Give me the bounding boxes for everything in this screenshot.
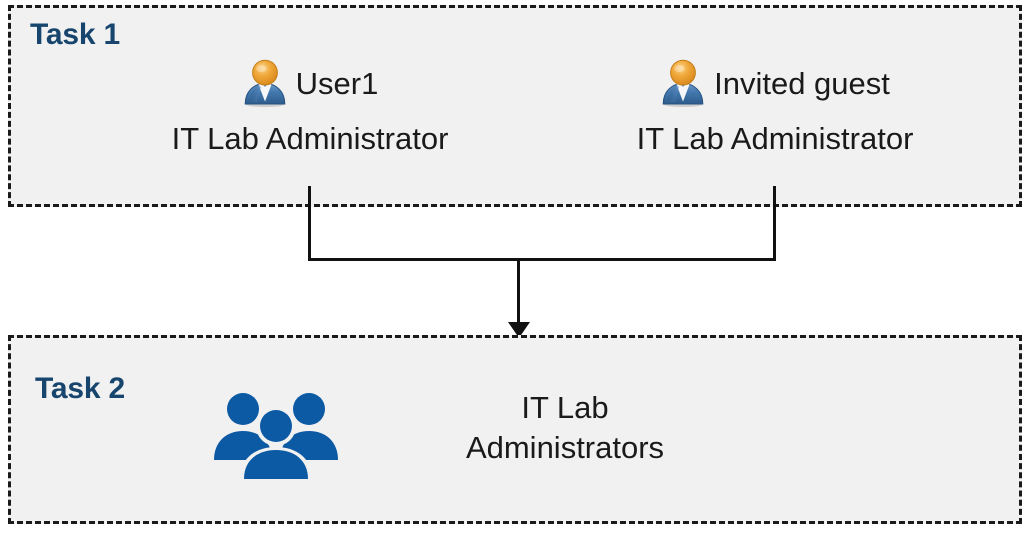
person-invited-guest-role: IT Lab Administrator [636, 120, 914, 156]
connector-line-from-invited-guest [773, 186, 776, 261]
person-user1-line1: User1 [120, 58, 500, 119]
task-2-box [8, 335, 1022, 524]
person-user1-name: User1 [295, 66, 379, 101]
task-1-box [8, 5, 1022, 207]
group-name-line1: IT Lab [521, 390, 609, 425]
connector-merge-line [308, 258, 776, 261]
user-avatar-icon [660, 58, 706, 119]
user-avatar-icon [242, 58, 288, 119]
person-invited-guest: Invited guest IT Lab Administrator [585, 58, 965, 160]
connector-arrowhead-icon [508, 322, 530, 338]
task-2-label: Task 2 [35, 372, 125, 405]
person-invited-guest-name: Invited guest [714, 66, 890, 101]
person-user1: User1 IT Lab Administrator [120, 58, 500, 160]
connector-line-from-user1 [308, 186, 311, 261]
connector-line-to-task-2 [517, 258, 520, 326]
group-name-line2: Administrators [465, 430, 665, 466]
person-invited-guest-line1: Invited guest [585, 58, 965, 119]
task-1-label: Task 1 [30, 18, 120, 51]
group-name: IT Lab Administrators [400, 388, 730, 469]
person-user1-role: IT Lab Administrator [171, 120, 449, 156]
user-group-icon [212, 388, 340, 485]
